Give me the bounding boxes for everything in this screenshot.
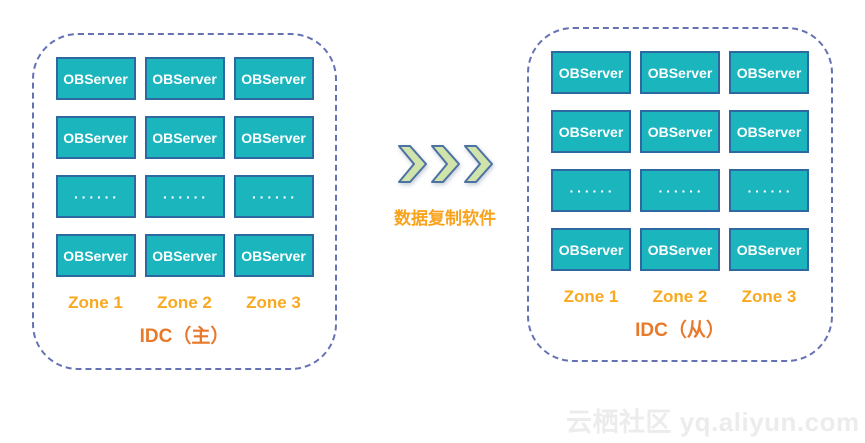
zone-label-row: Zone 1 Zone 2 Zone 3 xyxy=(551,287,809,307)
idc-secondary-title: IDC（从） xyxy=(635,320,725,341)
idc-secondary-container: OBServer OBServer OBServer OBServer OBSe… xyxy=(527,27,833,362)
observer-box: OBServer xyxy=(640,228,720,271)
observer-box: OBServer xyxy=(729,51,809,94)
replication-chevrons-icon xyxy=(397,145,493,183)
observer-box: OBServer xyxy=(640,110,720,153)
zone-label: Zone 1 xyxy=(68,293,123,312)
server-row: ······ ······ ······ xyxy=(55,175,314,218)
observer-box: OBServer xyxy=(233,57,314,100)
observer-box: OBServer xyxy=(640,51,720,94)
idc-primary-container: OBServer OBServer OBServer OBServer OBSe… xyxy=(32,33,337,370)
observer-box: OBServer xyxy=(551,110,631,153)
observer-box: OBServer xyxy=(729,110,809,153)
idc-primary-server-grid: OBServer OBServer OBServer OBServer OBSe… xyxy=(55,57,314,277)
server-row: OBServer OBServer OBServer xyxy=(55,116,314,159)
zone-label: Zone 3 xyxy=(741,287,797,306)
observer-box: OBServer xyxy=(144,57,225,100)
replication-group: 数据复制软件 xyxy=(372,145,518,229)
chevron-icon xyxy=(397,145,427,183)
zone-label: Zone 3 xyxy=(246,293,301,312)
server-row: OBServer OBServer OBServer xyxy=(55,57,314,100)
replication-label: 数据复制软件 xyxy=(394,209,496,228)
ellipsis-box: ······ xyxy=(144,175,225,218)
server-row: OBServer OBServer OBServer xyxy=(551,51,809,94)
observer-box: OBServer xyxy=(551,228,631,271)
observer-box: OBServer xyxy=(729,228,809,271)
zone-label: Zone 2 xyxy=(652,287,708,306)
observer-box: OBServer xyxy=(233,234,314,277)
ellipsis-box: ······ xyxy=(55,175,136,218)
observer-box: OBServer xyxy=(233,116,314,159)
chevron-icon xyxy=(430,145,460,183)
zone-label: Zone 2 xyxy=(157,293,212,312)
server-row: ······ ······ ······ xyxy=(551,169,809,212)
zone-label: Zone 1 xyxy=(563,287,619,306)
observer-box: OBServer xyxy=(144,234,225,277)
observer-box: OBServer xyxy=(55,234,136,277)
chevron-icon xyxy=(463,145,493,183)
idc-primary-title: IDC（主） xyxy=(139,326,230,347)
observer-box: OBServer xyxy=(551,51,631,94)
ellipsis-box: ······ xyxy=(640,169,720,212)
server-row: OBServer OBServer OBServer xyxy=(551,110,809,153)
observer-box: OBServer xyxy=(144,116,225,159)
idc-secondary-server-grid: OBServer OBServer OBServer OBServer OBSe… xyxy=(551,51,809,271)
server-row: OBServer OBServer OBServer xyxy=(55,234,314,277)
ellipsis-box: ······ xyxy=(729,169,809,212)
zone-label-row: Zone 1 Zone 2 Zone 3 xyxy=(56,293,314,313)
observer-box: OBServer xyxy=(55,57,136,100)
ellipsis-box: ······ xyxy=(551,169,631,212)
ellipsis-box: ······ xyxy=(233,175,314,218)
watermark: 云栖社区 yq.aliyun.com xyxy=(566,407,860,437)
observer-box: OBServer xyxy=(55,116,136,159)
server-row: OBServer OBServer OBServer xyxy=(551,228,809,271)
